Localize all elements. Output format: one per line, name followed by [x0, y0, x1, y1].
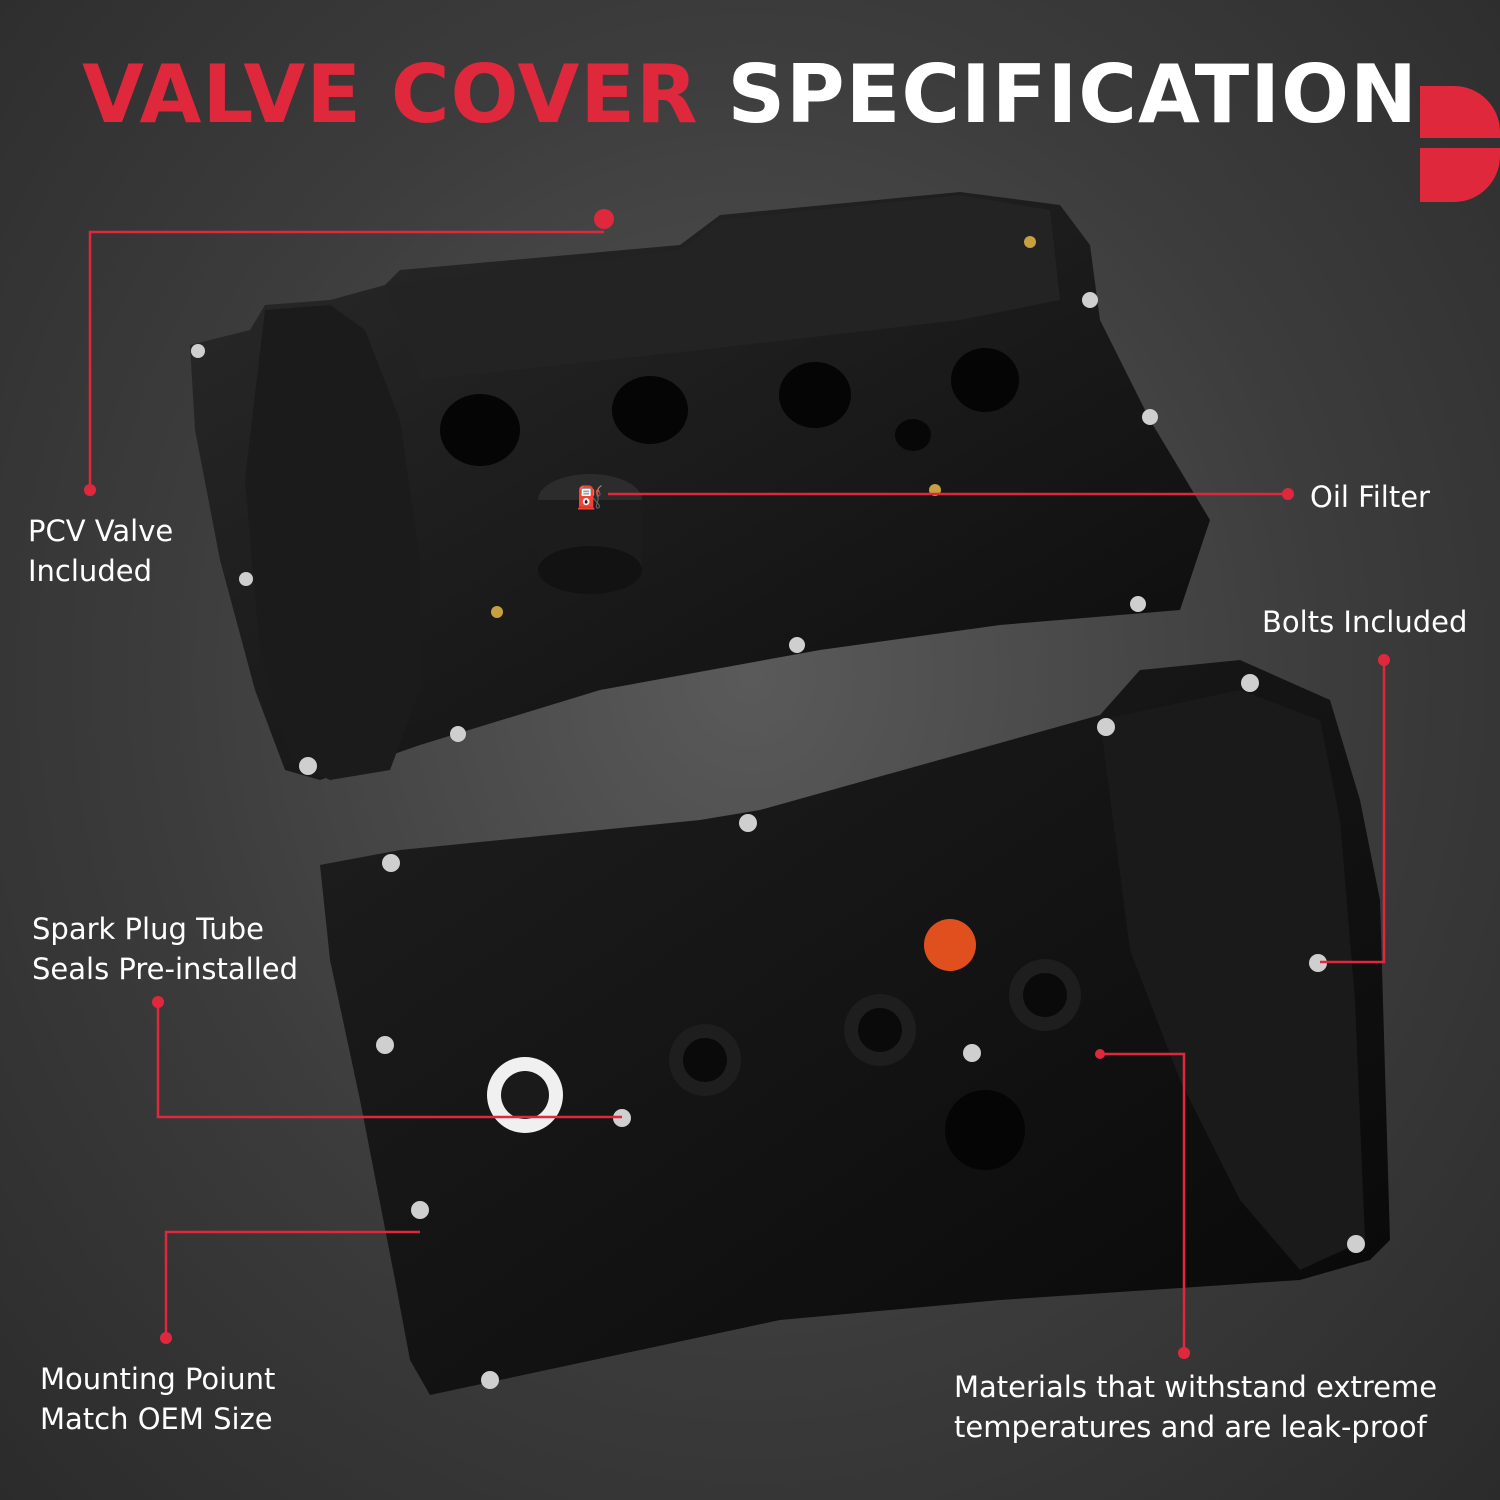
callout-pcv-line2: Included	[28, 554, 152, 588]
valve-cover-top: ⛽	[190, 192, 1210, 780]
callout-mount-line1: Mounting Poiunt	[40, 1362, 276, 1396]
callout-spark-plug-seals: Spark Plug Tube Seals Pre-installed	[32, 909, 298, 989]
callout-oil-filter: Oil Filter	[1310, 477, 1430, 517]
callout-dots	[84, 484, 1390, 1359]
callout-spark-line2: Seals Pre-installed	[32, 952, 299, 986]
callout-lines	[88, 230, 1386, 1353]
valve-cover-bottom	[320, 660, 1390, 1395]
callout-pcv-valve: PCV Valve Included	[28, 511, 173, 591]
svg-text:⛽: ⛽	[576, 485, 603, 511]
callout-materials-line1: Materials that withstand extreme	[954, 1370, 1438, 1404]
callout-mount-line2: Match OEM Size	[40, 1402, 273, 1436]
callout-pcv-line1: PCV Valve	[28, 514, 174, 548]
callout-materials-line2: temperatures and are leak-proof	[954, 1410, 1427, 1444]
page-title: VALVE COVER SPECIFICATION	[0, 48, 1500, 141]
callout-materials: Materials that withstand extreme tempera…	[954, 1367, 1437, 1447]
brand-logo-icon	[1420, 86, 1500, 202]
callout-mounting-point: Mounting Poiunt Match OEM Size	[40, 1359, 275, 1439]
title-accent: VALVE COVER	[82, 48, 699, 141]
callout-spark-line1: Spark Plug Tube	[32, 912, 265, 946]
callout-oil-line1: Oil Filter	[1310, 480, 1430, 514]
callout-bolts-included: Bolts Included	[1262, 602, 1467, 642]
title-rest: SPECIFICATION	[727, 48, 1418, 141]
callout-bolts-line1: Bolts Included	[1262, 605, 1468, 639]
